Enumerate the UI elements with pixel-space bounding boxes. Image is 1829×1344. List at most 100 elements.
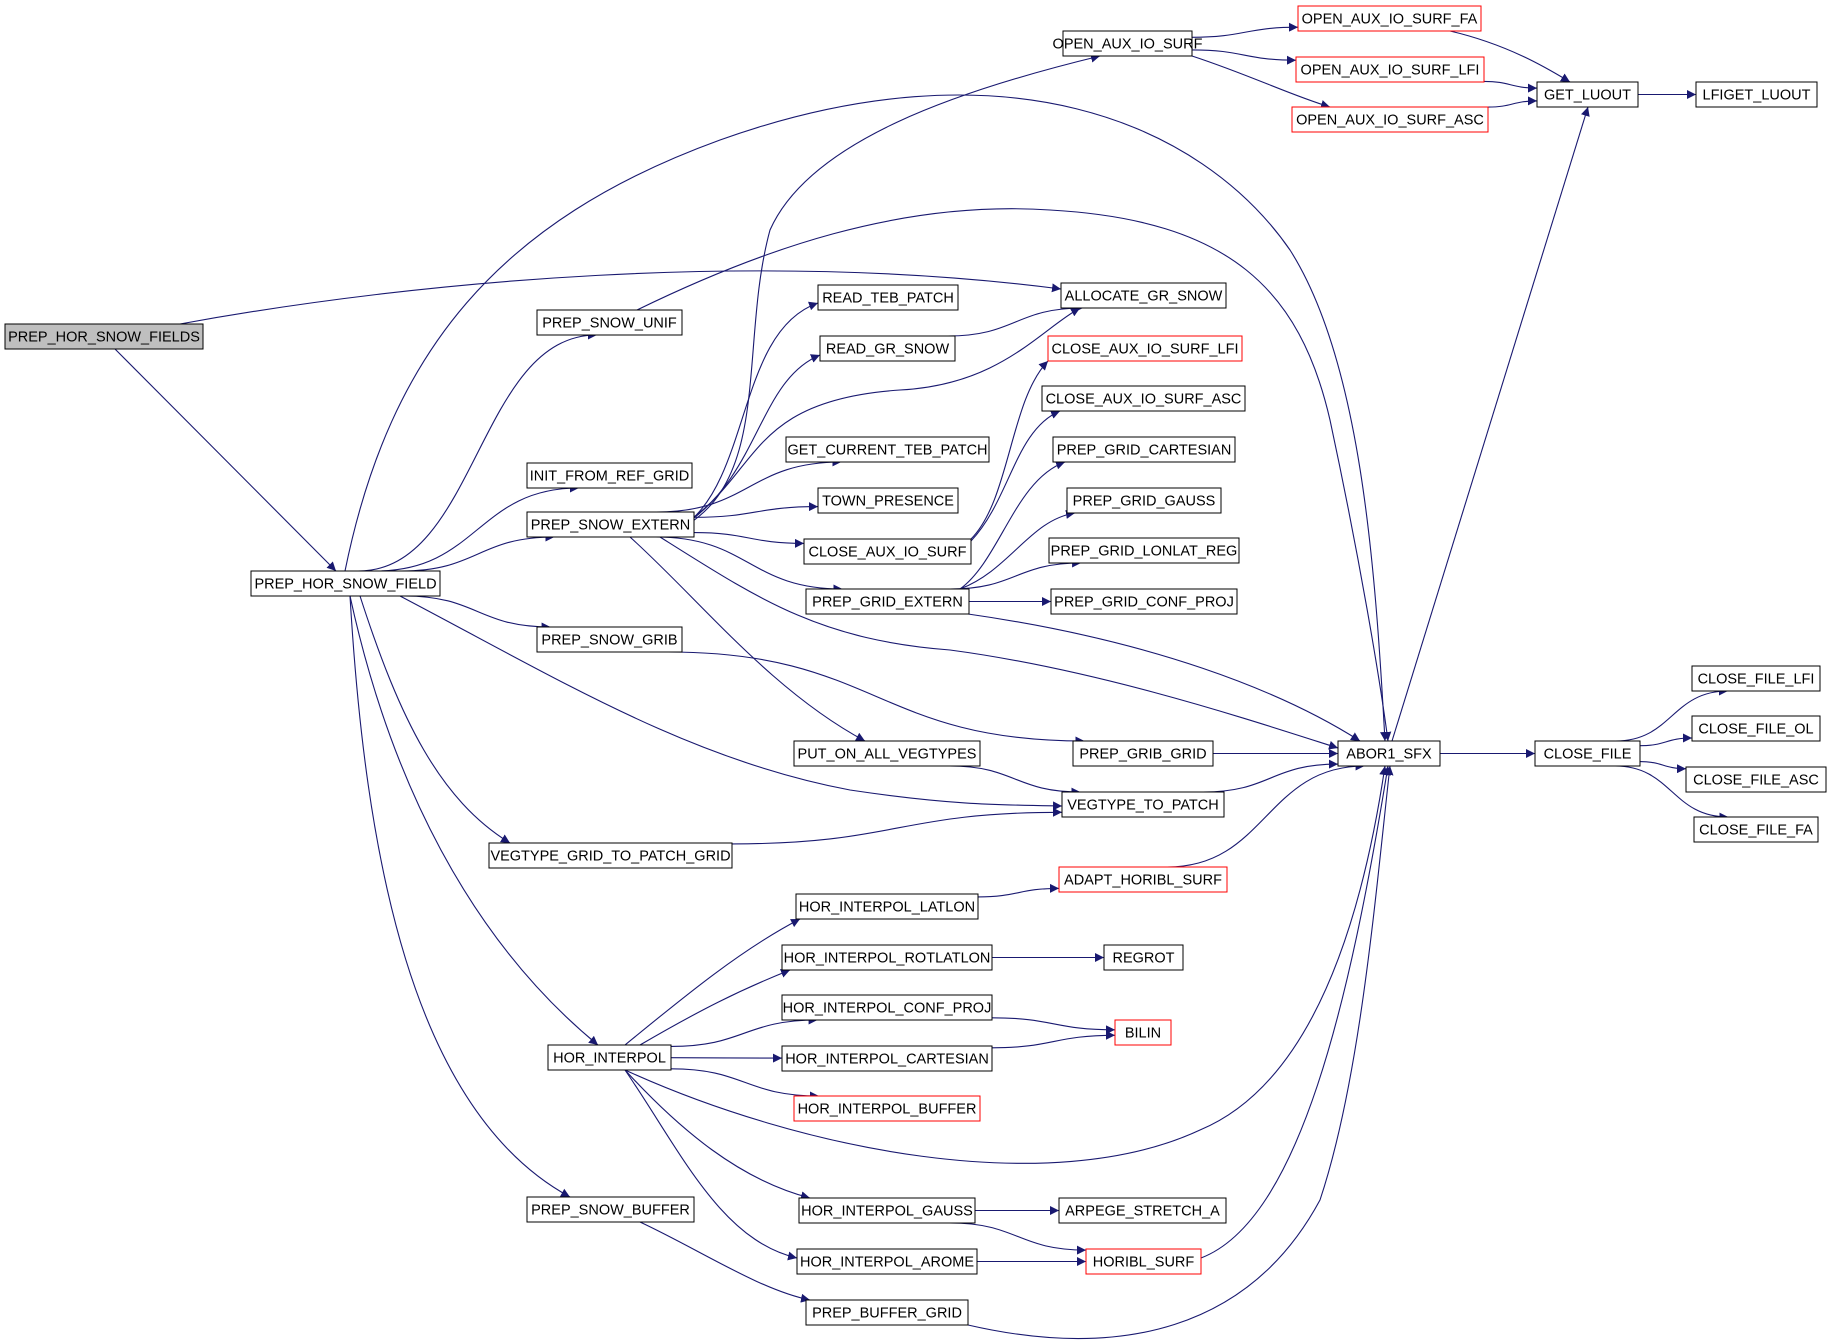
node-label: ALLOCATE_GR_SNOW	[1065, 289, 1223, 305]
node-label: ARPEGE_STRETCH_A	[1065, 1204, 1220, 1220]
node-box	[817, 487, 959, 514]
node-box	[1534, 740, 1641, 767]
node-label: CLOSE_AUX_IO_SURF_LFI	[1052, 342, 1239, 358]
node-arpege-stretch-a[interactable]: ARPEGE_STRETCH_A	[1058, 1197, 1227, 1224]
node-label: OPEN_AUX_IO_SURF_ASC	[1296, 113, 1484, 129]
node-box	[1691, 715, 1821, 742]
edge-prep_snow_extern-to-read_teb_patch	[689, 301, 819, 522]
node-lfiget-luout[interactable]: LFIGET_LUOUT	[1695, 81, 1818, 108]
node-box	[1058, 1197, 1227, 1224]
edge-prep_buffer_grid-to-abor1_sfx	[967, 765, 1394, 1340]
node-box	[250, 570, 441, 597]
node-prep-grid-gauss[interactable]: PREP_GRID_GAUSS	[1066, 487, 1222, 514]
node-hor-interpol-arome[interactable]: HOR_INTERPOL_AROME	[796, 1248, 978, 1275]
node-box	[1103, 944, 1184, 971]
node-hor-interpol-buffer[interactable]: HOR_INTERPOL_BUFFER	[793, 1095, 981, 1122]
node-open-aux-io-surf-fa[interactable]: OPEN_AUX_IO_SURF_FA	[1297, 5, 1482, 32]
node-prep-hor-snow-field[interactable]: PREP_HOR_SNOW_FIELD	[250, 570, 441, 597]
node-adapt-horibl-surf[interactable]: ADAPT_HORIBL_SURF	[1058, 866, 1228, 893]
node-box	[819, 335, 956, 362]
node-put-on-all-vegtypes[interactable]: PUT_ON_ALL_VEGTYPES	[793, 740, 981, 767]
node-label: PREP_GRIB_GRID	[1079, 747, 1206, 763]
node-box	[785, 436, 990, 463]
node-label: CLOSE_FILE	[1544, 747, 1632, 763]
node-close-aux-io-surf-lfi[interactable]: CLOSE_AUX_IO_SURF_LFI	[1047, 335, 1243, 362]
node-label: HOR_INTERPOL_LATLON	[799, 900, 975, 916]
edge-prep_hor_snow_field-to-vegtype_to_patch	[399, 595, 1063, 811]
node-read-teb-patch[interactable]: READ_TEB_PATCH	[817, 284, 959, 311]
node-bilin[interactable]: BILIN	[1114, 1019, 1172, 1046]
node-hor-interpol[interactable]: HOR_INTERPOL	[547, 1044, 672, 1071]
edge-prep_hor_snow_fields-to-allocate_gr_snow	[179, 270, 1062, 325]
node-prep-buffer-grid[interactable]: PREP_BUFFER_GRID	[805, 1299, 969, 1326]
node-get-luout[interactable]: GET_LUOUT	[1536, 81, 1639, 108]
node-label: HORIBL_SURF	[1093, 1255, 1195, 1271]
node-prep-snow-buffer[interactable]: PREP_SNOW_BUFFER	[526, 1196, 695, 1223]
edge-open_aux_io_surf-to-open_aux_io_surf_lfi	[1191, 49, 1297, 65]
node-prep-snow-unif[interactable]: PREP_SNOW_UNIF	[536, 309, 683, 336]
node-town-presence[interactable]: TOWN_PRESENCE	[817, 487, 959, 514]
node-close-aux-io-surf-asc[interactable]: CLOSE_AUX_IO_SURF_ASC	[1041, 385, 1246, 412]
edge-prep_hor_snow_field-to-hor_interpol	[349, 595, 599, 1046]
edge-hor_interpol-to-abor1_sfx	[624, 765, 1389, 1164]
edge-prep_grid_extern-to-prep_grid_lonlat_reg	[950, 558, 1082, 590]
edge-open_aux_io_surf-to-open_aux_io_surf_fa	[1191, 22, 1299, 38]
node-hor-interpol-latlon[interactable]: HOR_INTERPOL_LATLON	[795, 893, 979, 920]
node-prep-grib-grid[interactable]: PREP_GRIB_GRID	[1072, 740, 1214, 767]
node-close-file-fa[interactable]: CLOSE_FILE_FA	[1693, 816, 1819, 843]
node-hor-interpol-gauss[interactable]: HOR_INTERPOL_GAUSS	[798, 1197, 976, 1224]
node-label: PREP_GRID_LONLAT_REG	[1051, 544, 1238, 560]
node-close-aux-io-surf[interactable]: CLOSE_AUX_IO_SURF	[803, 538, 972, 565]
node-label: HOR_INTERPOL	[553, 1051, 666, 1067]
node-allocate-gr-snow[interactable]: ALLOCATE_GR_SNOW	[1060, 282, 1227, 309]
node-prep-grid-cartesian[interactable]: PREP_GRID_CARTESIAN	[1052, 436, 1236, 463]
edge-prep_hor_snow_field-to-prep_snow_buffer	[349, 595, 571, 1198]
edge-hor_interpol_conf_proj-to-bilin	[991, 1017, 1116, 1035]
node-prep-grid-extern[interactable]: PREP_GRID_EXTERN	[805, 588, 970, 615]
node-hor-interpol-rotlatlon[interactable]: HOR_INTERPOL_ROTLATLON	[781, 944, 993, 971]
node-open-aux-io-surf[interactable]: OPEN_AUX_IO_SURF	[1053, 30, 1203, 57]
node-prep-snow-extern[interactable]: PREP_SNOW_EXTERN	[526, 511, 695, 538]
node-label: PUT_ON_ALL_VEGTYPES	[798, 747, 977, 763]
node-label: CLOSE_FILE_FA	[1699, 823, 1813, 839]
node-read-gr-snow[interactable]: READ_GR_SNOW	[819, 335, 956, 362]
node-close-file[interactable]: CLOSE_FILE	[1534, 740, 1641, 767]
node-box	[817, 284, 959, 311]
node-prep-snow-grib[interactable]: PREP_SNOW_GRIB	[536, 626, 683, 653]
node-hor-interpol-cartesian[interactable]: HOR_INTERPOL_CARTESIAN	[781, 1045, 993, 1072]
node-prep-grid-lonlat-reg[interactable]: PREP_GRID_LONLAT_REG	[1048, 537, 1240, 564]
node-box	[1114, 1019, 1172, 1046]
node-box	[781, 994, 993, 1021]
node-vegtype-to-patch[interactable]: VEGTYPE_TO_PATCH	[1061, 791, 1225, 818]
node-close-file-lfi[interactable]: CLOSE_FILE_LFI	[1691, 665, 1821, 692]
node-label: READ_TEB_PATCH	[822, 291, 954, 307]
node-horibl-surf[interactable]: HORIBL_SURF	[1085, 1248, 1202, 1275]
node-prep-hor-snow-fields[interactable]: PREP_HOR_SNOW_FIELDS	[4, 323, 204, 350]
edge-vegtype_to_patch-to-abor1_sfx	[1203, 759, 1339, 793]
node-vegtype-grid-to-patch-grid[interactable]: VEGTYPE_GRID_TO_PATCH_GRID	[488, 842, 733, 869]
edge-prep_snow_extern-to-open_aux_io_surf	[689, 53, 1101, 524]
node-open-aux-io-surf-lfi[interactable]: OPEN_AUX_IO_SURF_LFI	[1295, 56, 1485, 83]
node-box	[526, 511, 695, 538]
edge-close_file-to-close_file_ol	[1639, 733, 1693, 747]
node-label: LFIGET_LUOUT	[1703, 88, 1811, 104]
node-label: PREP_HOR_SNOW_FIELD	[254, 577, 436, 593]
node-box	[1060, 282, 1227, 309]
node-init-from-ref-grid[interactable]: INIT_FROM_REF_GRID	[526, 462, 693, 489]
edge-close_file-to-close_file_asc	[1639, 761, 1687, 774]
node-box	[1062, 30, 1193, 57]
node-abor1-sfx[interactable]: ABOR1_SFX	[1337, 740, 1441, 767]
node-get-current-teb-patch[interactable]: GET_CURRENT_TEB_PATCH	[785, 436, 990, 463]
node-close-file-asc[interactable]: CLOSE_FILE_ASC	[1685, 766, 1827, 793]
node-regrot[interactable]: REGROT	[1103, 944, 1184, 971]
edge-horibl_surf-to-abor1_sfx	[1200, 765, 1391, 1259]
node-close-file-ol[interactable]: CLOSE_FILE_OL	[1691, 715, 1821, 742]
node-open-aux-io-surf-asc[interactable]: OPEN_AUX_IO_SURF_ASC	[1291, 106, 1489, 133]
node-layer: PREP_HOR_SNOW_FIELDS PREP_HOR_SNOW_FIELD P…	[4, 5, 1827, 1326]
node-hor-interpol-conf-proj[interactable]: HOR_INTERPOL_CONF_PROJ	[781, 994, 993, 1021]
node-box	[4, 323, 204, 350]
node-prep-grid-conf-proj[interactable]: PREP_GRID_CONF_PROJ	[1050, 588, 1238, 615]
edge-prep_snow_extern-to-get_current_teb_patch	[656, 457, 842, 513]
node-label: PREP_GRID_GAUSS	[1073, 494, 1216, 510]
node-box	[1066, 487, 1222, 514]
